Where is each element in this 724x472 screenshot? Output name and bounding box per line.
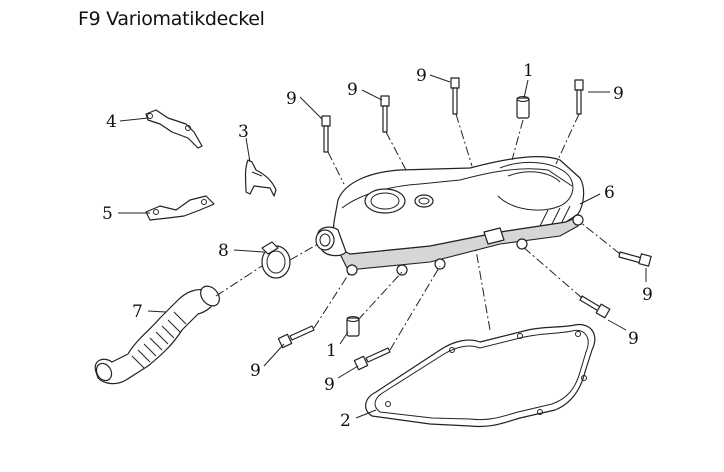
label-9-c: 9 [416,66,427,86]
label-9-f: 9 [628,329,639,349]
part-1-dowel-pin-bottom [346,316,360,337]
label-3: 3 [238,122,249,142]
part-4-bracket [145,109,203,149]
label-9-e: 9 [642,285,653,305]
bolt-f [579,295,611,319]
part-5-bracket [145,195,215,221]
bolt-b [380,95,390,133]
part-3-bracket [244,159,277,197]
label-9-a: 9 [286,89,297,109]
part-1-dowel-pin-top [516,96,530,119]
label-9-b: 9 [347,80,358,100]
label-9-d: 9 [613,84,624,104]
part-2-gasket [365,323,596,428]
bolt-h [353,347,391,371]
diagram-title: F9 Variomatikdeckel [78,8,265,30]
part-8-hose-clamp [261,241,291,279]
label-7: 7 [132,302,143,322]
leader-lines [118,74,647,419]
label-1-bottom: 1 [326,341,337,361]
label-1-top: 1 [523,61,534,81]
label-9-g: 9 [250,361,261,381]
part-6-variomatic-cover [315,156,585,276]
bolt-g [277,325,315,349]
part-9-bolts [277,77,652,371]
label-8: 8 [218,241,229,261]
label-2: 2 [340,411,351,431]
part-labels: 4 5 3 8 7 6 1 1 2 9 9 9 9 9 9 9 9 [102,61,653,431]
bolt-a [321,115,331,153]
assembly-lines [215,113,621,351]
bolt-e [618,251,652,267]
label-4: 4 [106,112,117,132]
part-7-air-duct [94,285,220,385]
label-9-h: 9 [324,375,335,395]
label-6: 6 [604,183,615,203]
bolt-d [574,79,584,115]
label-5: 5 [102,204,113,224]
bolt-c [450,77,460,115]
